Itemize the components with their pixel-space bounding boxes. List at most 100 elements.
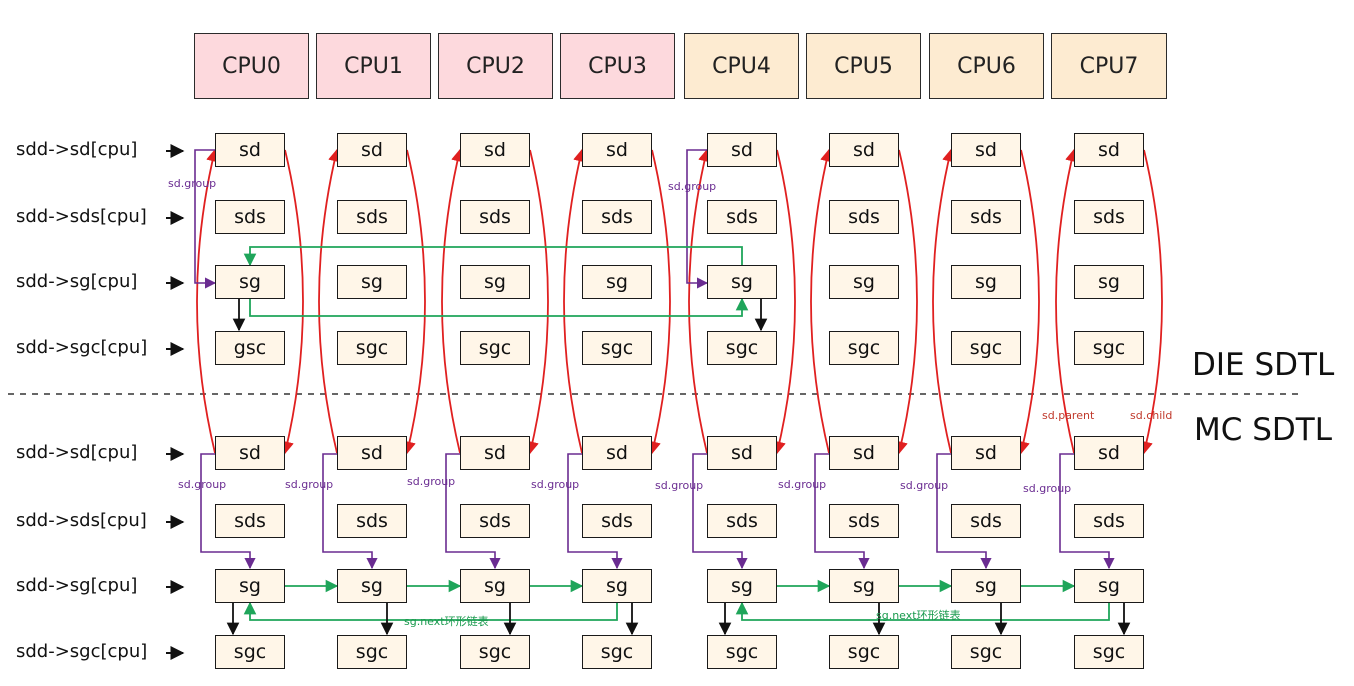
die-row-label-0: sdd->sd[cpu] <box>16 139 137 160</box>
die-sd-cpu2[interactable]: sd <box>460 133 530 167</box>
die-sg-cpu7[interactable]: sg <box>1074 265 1144 299</box>
die-sg-next-link <box>249 297 749 317</box>
die-sg-cpu0[interactable]: sg <box>215 265 285 299</box>
mc-sd-group-label-cpu2: sd.group <box>407 475 456 488</box>
die-sd-cpu0[interactable]: sd <box>215 133 285 167</box>
cpu-box-7: CPU7 <box>1051 33 1167 99</box>
die-sgc-cpu3[interactable]: sgc <box>582 331 652 365</box>
mc-sgc-cpu4[interactable]: sgc <box>707 635 777 669</box>
mc-sg-cpu4[interactable]: sg <box>707 569 777 603</box>
mc-sgc-cpu2[interactable]: sgc <box>460 635 530 669</box>
die-sd-cpu3[interactable]: sd <box>582 133 652 167</box>
mc-row-label-0: sdd->sd[cpu] <box>16 442 137 463</box>
die-sg-cpu1[interactable]: sg <box>337 265 407 299</box>
die-sg-next-link <box>243 246 743 267</box>
die-row-label-1: sdd->sds[cpu] <box>16 206 147 227</box>
mc-sd-cpu3[interactable]: sd <box>582 436 652 470</box>
sd-child-arrow <box>895 149 918 455</box>
mc-row-label-3: sdd->sgc[cpu] <box>16 641 147 662</box>
mc-sg-cpu0[interactable]: sg <box>215 569 285 603</box>
mc-sds-cpu1[interactable]: sds <box>337 504 407 538</box>
mc-sd-group-label-cpu0: sd.group <box>178 478 227 491</box>
die-sgc-cpu1[interactable]: sgc <box>337 331 407 365</box>
mc-sgc-cpu3[interactable]: sgc <box>582 635 652 669</box>
mc-sd-group-label-cpu3: sd.group <box>531 478 580 491</box>
mc-row-label-2: sdd->sg[cpu] <box>16 575 137 596</box>
die-sg-cpu6[interactable]: sg <box>951 265 1021 299</box>
die-section-title: DIE SDTL <box>1192 347 1335 383</box>
die-sgc-cpu6[interactable]: sgc <box>951 331 1021 365</box>
row-label-text: sdd->sg[cpu] <box>16 271 138 292</box>
mc-sds-cpu3[interactable]: sds <box>582 504 652 538</box>
mc-sg-cpu1[interactable]: sg <box>337 569 407 603</box>
die-sgc-cpu2[interactable]: sgc <box>460 331 530 365</box>
die-sds-cpu1[interactable]: sds <box>337 200 407 234</box>
die-sds-cpu0[interactable]: sds <box>215 200 285 234</box>
mc-sgc-cpu0[interactable]: sgc <box>215 635 285 669</box>
sd-parent-label: sd.parent <box>1042 409 1095 422</box>
sd-parent-arrow <box>318 148 341 454</box>
mc-sgc-cpu5[interactable]: sgc <box>829 635 899 669</box>
die-sd-cpu6[interactable]: sd <box>951 133 1021 167</box>
mc-sg-cpu5[interactable]: sg <box>829 569 899 603</box>
mc-sds-cpu6[interactable]: sds <box>951 504 1021 538</box>
mc-sgc-cpu6[interactable]: sgc <box>951 635 1021 669</box>
mc-sd-cpu0[interactable]: sd <box>215 436 285 470</box>
die-sg-cpu4[interactable]: sg <box>707 265 777 299</box>
die-sds-cpu4[interactable]: sds <box>707 200 777 234</box>
mc-sd-cpu5[interactable]: sd <box>829 436 899 470</box>
die-sds-cpu6[interactable]: sds <box>951 200 1021 234</box>
die-sd-cpu1[interactable]: sd <box>337 133 407 167</box>
sd-child-arrow <box>403 149 426 455</box>
sd-child-arrow <box>1017 149 1040 455</box>
die-sg-cpu2[interactable]: sg <box>460 265 530 299</box>
sd-parent-arrow <box>563 148 586 454</box>
mc-sds-cpu4[interactable]: sds <box>707 504 777 538</box>
mc-sd-cpu6[interactable]: sd <box>951 436 1021 470</box>
mc-sds-cpu5[interactable]: sds <box>829 504 899 538</box>
mc-sd-cpu1[interactable]: sd <box>337 436 407 470</box>
die-sd-group-link <box>686 149 709 289</box>
die-sg-cpu3[interactable]: sg <box>582 265 652 299</box>
row-label-text: sdd->sd[cpu] <box>16 139 138 160</box>
die-sgc-cpu7[interactable]: sgc <box>1074 331 1144 365</box>
mc-sg-cpu2[interactable]: sg <box>460 569 530 603</box>
mc-sd-cpu2[interactable]: sd <box>460 436 530 470</box>
mc-sd-cpu4[interactable]: sd <box>707 436 777 470</box>
mc-sds-cpu7[interactable]: sds <box>1074 504 1144 538</box>
mc-sg-cpu6[interactable]: sg <box>951 569 1021 603</box>
die-sgc-cpu4[interactable]: sgc <box>707 331 777 365</box>
sd-child-label: sd.child <box>1130 409 1173 422</box>
die-sd-group-label-cpu0: sd.group <box>168 177 217 190</box>
cpu-box-3: CPU3 <box>560 33 675 99</box>
mc-sd-group-label-cpu1: sd.group <box>285 478 334 491</box>
mc-sd-group-label-cpu7: sd.group <box>1023 482 1072 495</box>
mc-section-title: MC SDTL <box>1194 412 1333 448</box>
die-sd-cpu7[interactable]: sd <box>1074 133 1144 167</box>
mc-sd-group-label-cpu4: sd.group <box>655 479 704 492</box>
cpu-box-4: CPU4 <box>684 33 799 99</box>
mc-sg-cpu3[interactable]: sg <box>582 569 652 603</box>
die-sd-cpu5[interactable]: sd <box>829 133 899 167</box>
sd-child-arrow <box>648 149 671 455</box>
die-sds-cpu3[interactable]: sds <box>582 200 652 234</box>
mc-sg-cpu7[interactable]: sg <box>1074 569 1144 603</box>
sd-child-arrow <box>526 149 549 455</box>
mc-sgc-cpu1[interactable]: sgc <box>337 635 407 669</box>
row-label-text: sdd->sds[cpu] <box>16 510 147 531</box>
die-sds-cpu2[interactable]: sds <box>460 200 530 234</box>
mc-sds-cpu0[interactable]: sds <box>215 504 285 538</box>
mc-sgc-cpu7[interactable]: sgc <box>1074 635 1144 669</box>
sd-parent-arrow <box>196 148 219 454</box>
sd-parent-arrow <box>1055 148 1078 454</box>
die-sds-cpu5[interactable]: sds <box>829 200 899 234</box>
die-sds-cpu7[interactable]: sds <box>1074 200 1144 234</box>
die-sgc-cpu5[interactable]: sgc <box>829 331 899 365</box>
die-sgc-cpu0[interactable]: gsc <box>215 331 285 365</box>
sd-parent-arrow <box>932 148 955 454</box>
die-sg-cpu5[interactable]: sg <box>829 265 899 299</box>
row-label-text: sdd->sd[cpu] <box>16 442 138 463</box>
mc-sd-cpu7[interactable]: sd <box>1074 436 1144 470</box>
mc-sds-cpu2[interactable]: sds <box>460 504 530 538</box>
die-sd-cpu4[interactable]: sd <box>707 133 777 167</box>
